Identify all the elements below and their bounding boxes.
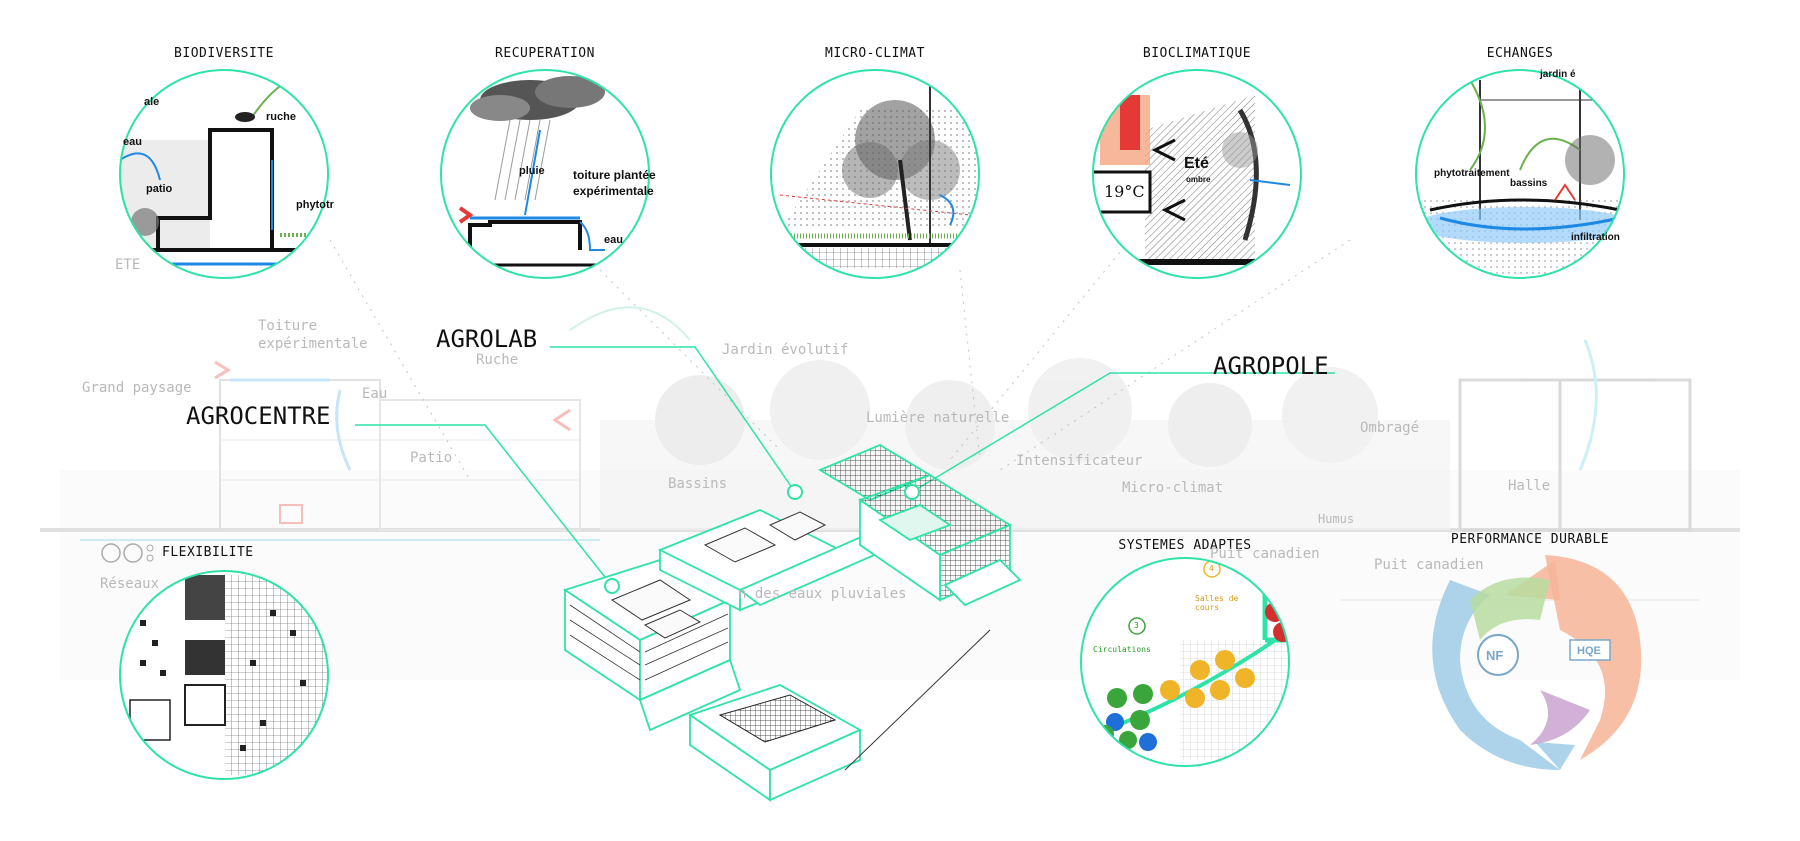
- bg-label-patio: Patio: [410, 450, 453, 466]
- recup-label-pluie: pluie: [519, 165, 545, 177]
- bg-label-eau: Eau: [362, 386, 388, 402]
- bg-label-intensificateur: Intensificateur: [1016, 453, 1143, 469]
- guide-lines: [329, 239, 1351, 481]
- title-bioclimatique: BIOCLIMATIQUE: [1142, 46, 1252, 61]
- circle-bioclimatique: [1092, 69, 1302, 279]
- label-agrocentre: AGROCENTRE: [186, 402, 331, 430]
- circle-micro-climat: [770, 69, 980, 279]
- title-systemes-adaptes: SYSTEMES ADAPTES: [1118, 538, 1252, 553]
- bio-label-patio: patio: [146, 183, 173, 195]
- axonometric-building: [562, 443, 1022, 802]
- perf-label-nf: NF: [1486, 648, 1504, 663]
- bioclim-label-ombre: ombre: [1186, 175, 1211, 184]
- bg-label-reseaux: Réseaux: [100, 576, 160, 592]
- title-recuperation: RECUPERATION: [495, 46, 595, 61]
- label-agropole: AGROPOLE: [1213, 352, 1329, 380]
- bg-label-micro-climat: Micro-climat: [1122, 480, 1224, 496]
- bg-label-ruche: Ruche: [476, 352, 519, 368]
- bio-label-ale: ale: [144, 96, 160, 108]
- bg-label-jardin-evolutif: Jardin évolutif: [722, 342, 849, 358]
- bg-label-experimentale: expérimentale: [258, 336, 368, 352]
- systemes-label-salles: Salles de cours: [1195, 594, 1239, 612]
- bg-label-humus: Humus: [1318, 512, 1355, 526]
- title-biodiversite: BIODIVERSITE: [174, 46, 274, 61]
- bg-label-lumiere-naturelle: Lumière naturelle: [866, 410, 1010, 426]
- bioclim-label-ete: Eté: [1184, 155, 1209, 172]
- circle-echanges: [1415, 69, 1625, 279]
- systemes-label-3: 3: [1134, 621, 1139, 630]
- echanges-label-phytotraitement: phytotraitement: [1434, 168, 1510, 179]
- bg-label-bassins: Bassins: [668, 476, 728, 492]
- circle-biodiversite: [119, 69, 329, 279]
- bg-label-grand-paysage: Grand paysage: [82, 380, 192, 396]
- leader-lines: [355, 346, 1335, 587]
- bg-label-puits-canadien-1: Puit canadien: [1210, 546, 1320, 562]
- circle-systemes-adaptes: [1080, 557, 1290, 767]
- bg-label-ombrage: Ombragé: [1360, 420, 1420, 436]
- echanges-label-jardin: jardin é: [1540, 69, 1576, 80]
- systemes-label-circulations: Circulations: [1093, 645, 1151, 654]
- bg-label-ete: ETE: [115, 257, 141, 273]
- echanges-label-bassins: bassins: [1510, 178, 1548, 189]
- recup-label-eau: eau: [604, 234, 623, 246]
- bio-label-phytotr: phytotr: [296, 199, 334, 211]
- echanges-label-infiltration: infiltration: [1571, 232, 1620, 243]
- systemes-label-4: 4: [1209, 564, 1214, 573]
- title-micro-climat: MICRO-CLIMAT: [825, 46, 925, 61]
- title-flexibilite: FLEXIBILITE: [162, 545, 254, 560]
- bg-label-eaux-pluviales: n des eaux pluviales: [738, 586, 907, 602]
- label-agrolab: AGROLAB: [436, 325, 538, 353]
- title-performance-durable: PERFORMANCE DURABLE: [1450, 532, 1610, 547]
- perf-label-hqe: HQE: [1577, 645, 1601, 657]
- bg-label-puits-canadien-2: Puit canadien: [1374, 557, 1484, 573]
- recup-label-toiture: toiture plantée: [573, 168, 656, 182]
- title-echanges: ECHANGES: [1486, 46, 1554, 61]
- performance-durable-cycle: [1432, 555, 1642, 770]
- bio-label-eau: eau: [123, 136, 142, 148]
- bg-label-halle: Halle: [1508, 478, 1551, 494]
- circle-recuperation: [440, 69, 650, 279]
- bio-label-ruche: ruche: [266, 111, 296, 123]
- bg-label-toiture: Toiture: [258, 318, 318, 334]
- bioclim-label-temp: 19°C: [1104, 182, 1145, 201]
- recup-label-experimentale: expérimentale: [573, 184, 654, 198]
